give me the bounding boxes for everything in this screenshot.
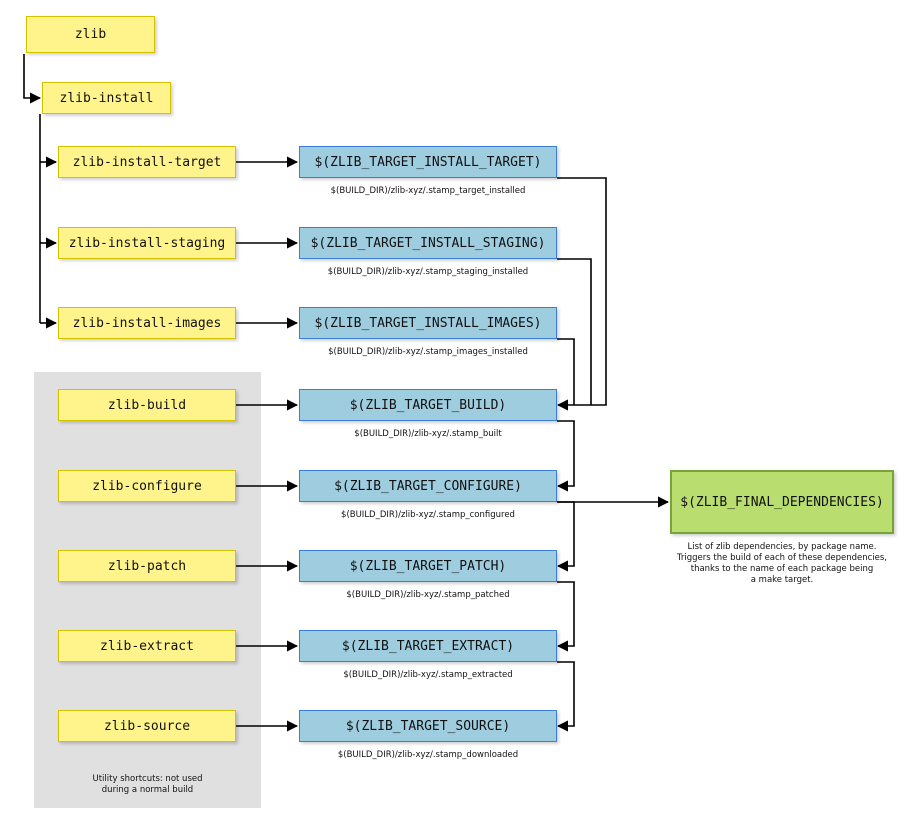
stamp-patch: $(BUILD_DIR)/zlib-xyz/.stamp_patched	[346, 590, 510, 600]
target-patch: $(ZLIB_TARGET_PATCH)	[299, 550, 557, 582]
dependencies-note: List of zlib dependencies, by package na…	[660, 542, 904, 586]
utility-note-line-1: Utility shortcuts: not used	[92, 774, 203, 784]
node-zlib-install-images: zlib-install-images	[58, 307, 236, 339]
node-zlib-extract: zlib-extract	[58, 630, 236, 662]
node-zlib-configure: zlib-configure	[58, 470, 236, 502]
target-extract: $(ZLIB_TARGET_EXTRACT)	[299, 630, 557, 662]
utility-shortcuts-note: Utility shortcuts: not used during a nor…	[34, 774, 261, 796]
edge-target-install-to-build	[556, 177, 607, 411]
target-install-images: $(ZLIB_TARGET_INSTALL_IMAGES)	[299, 307, 557, 339]
stamp-configure: $(BUILD_DIR)/zlib-xyz/.stamp_configured	[341, 510, 515, 520]
dependencies-note-line-1: List of zlib dependencies, by package na…	[687, 542, 877, 552]
node-zlib: zlib	[26, 16, 155, 53]
node-zlib-patch: zlib-patch	[58, 550, 236, 582]
node-zlib-install: zlib-install	[42, 82, 171, 114]
stamp-source: $(BUILD_DIR)/zlib-xyz/.stamp_downloaded	[337, 750, 519, 760]
node-zlib-install-target: zlib-install-target	[58, 146, 236, 178]
node-zlib-install-staging: zlib-install-staging	[58, 227, 236, 259]
dependencies-note-line-3: thanks to the name of each package being	[690, 564, 874, 574]
target-install-target: $(ZLIB_TARGET_INSTALL_TARGET)	[299, 146, 557, 178]
edge-images-install-to-build	[557, 338, 575, 405]
target-build: $(ZLIB_TARGET_BUILD)	[299, 389, 557, 421]
stamp-install-staging: $(BUILD_DIR)/zlib-xyz/.stamp_staging_ins…	[327, 267, 529, 277]
target-install-staging: $(ZLIB_TARGET_INSTALL_STAGING)	[299, 227, 557, 259]
stamp-install-target: $(BUILD_DIR)/zlib-xyz/.stamp_target_inst…	[330, 186, 526, 196]
edge-patch-to-extract	[556, 581, 575, 652]
stamp-extract: $(BUILD_DIR)/zlib-xyz/.stamp_extracted	[343, 670, 513, 680]
node-zlib-build: zlib-build	[58, 389, 236, 421]
utility-note-line-2: during a normal build	[101, 785, 194, 795]
node-zlib-source: zlib-source	[58, 710, 236, 742]
dependencies-note-line-2: Triggers the build of each of these depe…	[676, 553, 888, 563]
edge-zlib-to-install	[23, 54, 42, 104]
stamp-build: $(BUILD_DIR)/zlib-xyz/.stamp_built	[354, 429, 502, 439]
target-source: $(ZLIB_TARGET_SOURCE)	[299, 710, 557, 742]
target-final-dependencies: $(ZLIB_FINAL_DEPENDENCIES)	[670, 470, 894, 534]
edge-build-to-configure	[556, 420, 575, 492]
edge-staging-install-to-build	[557, 258, 592, 405]
dependencies-note-line-4: a make target.	[750, 575, 814, 585]
stamp-install-images: $(BUILD_DIR)/zlib-xyz/.stamp_images_inst…	[328, 347, 528, 357]
edge-extract-to-source	[556, 661, 575, 732]
target-configure: $(ZLIB_TARGET_CONFIGURE)	[299, 470, 557, 502]
